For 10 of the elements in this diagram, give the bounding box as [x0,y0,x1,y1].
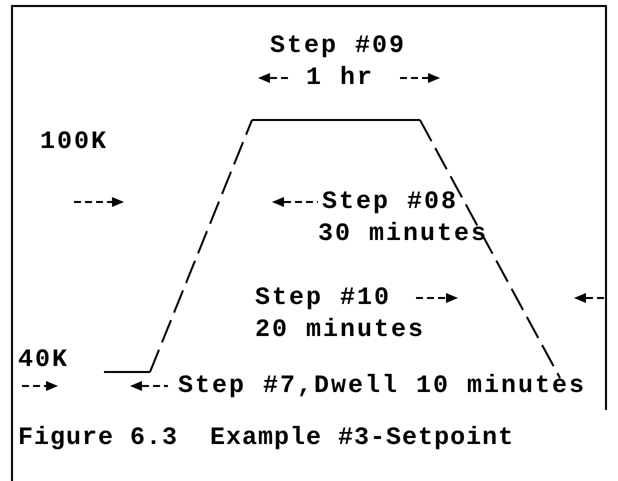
figure-caption: Figure 6.3 Example #3-Setpoint [18,424,514,452]
duration-label: 1 hr [306,64,374,92]
temperature-label: 100K [40,128,108,156]
step-label: Step #10 [255,284,392,312]
step-label: Step #08 [322,188,458,216]
step-label: Step #09 [270,32,406,60]
duration-label: 20 minutes [255,316,426,344]
step-label: Step #7,Dwell 10 minutes [178,372,586,400]
duration-label: 30 minutes [318,220,488,248]
temperature-label: 40K [18,346,70,374]
